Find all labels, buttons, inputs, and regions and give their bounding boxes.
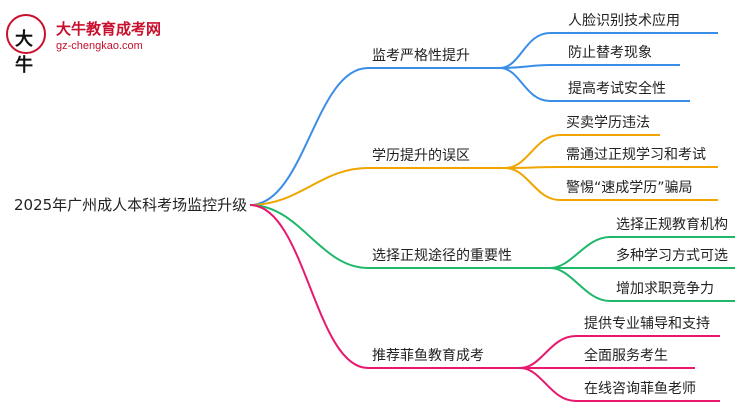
leaf-study-modes: 多种学习方式可选 (616, 248, 728, 264)
logo-title: 大牛教育成考网 (56, 20, 162, 38)
logo-glyph: 大牛 (15, 29, 33, 76)
leaf-exam-security: 提高考试安全性 (568, 81, 666, 97)
branch-supervision: 监考严格性提升 (372, 48, 470, 64)
branch-misconception: 学历提升的误区 (372, 148, 470, 164)
leaf-prevent-proxy: 防止替考现象 (568, 45, 652, 61)
root-topic: 2025年广州成人本科考场监控升级 (14, 196, 248, 214)
branch-links-formal (249, 204, 735, 302)
leaf-diploma-trade-illegal: 买卖学历违法 (566, 115, 650, 131)
leaf-formal-study: 需通过正规学习和考试 (566, 147, 706, 163)
branch-formal-path: 选择正规途径的重要性 (372, 248, 512, 264)
leaf-full-service: 全面服务考生 (584, 348, 668, 364)
branch-links-recommend (249, 204, 720, 402)
leaf-face-recognition: 人脸识别技术应用 (568, 13, 680, 29)
logo-url: gz-chengkao.com (56, 40, 143, 52)
branch-recommend: 推荐菲鱼教育成考 (372, 348, 484, 364)
branch-links-misconception (249, 134, 718, 206)
leaf-online-consult: 在线咨询菲鱼老师 (584, 381, 696, 397)
leaf-choose-institution: 选择正规教育机构 (616, 217, 728, 233)
leaf-professional-support: 提供专业辅导和支持 (584, 316, 710, 332)
leaf-beware-scam: 警惕“速成学历”骗局 (566, 180, 693, 196)
leaf-job-competitiveness: 增加求职竞争力 (616, 281, 714, 297)
logo: 大牛 大牛教育成考网 gz-chengkao.com (6, 10, 176, 76)
branch-links-supervision (249, 32, 718, 206)
logo-emblem-icon: 大牛 (6, 14, 46, 76)
